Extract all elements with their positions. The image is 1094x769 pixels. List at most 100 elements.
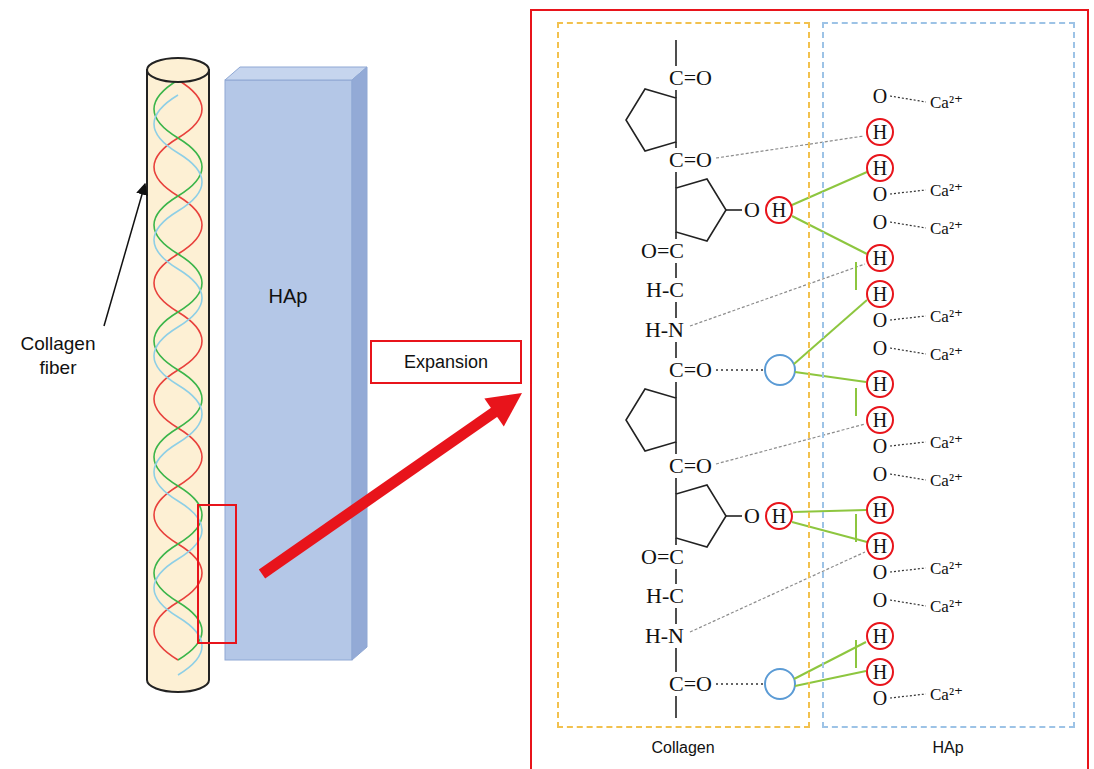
ionic-line (890, 222, 926, 228)
ion-label: Ca²⁺ (930, 308, 963, 325)
hydrogen-bond (795, 372, 866, 382)
text-holder: H-C (646, 279, 684, 301)
bond (675, 648, 677, 672)
bond (675, 538, 677, 545)
chem-group: H-C (646, 585, 684, 607)
text-holder: Expansion (404, 353, 488, 371)
text-holder: O (873, 688, 887, 708)
ionic-line (890, 316, 926, 320)
hydrogen-bond (855, 640, 857, 668)
hydrogen-circle: H (765, 196, 793, 224)
block-label: HAp (269, 286, 308, 306)
ionic-line (890, 96, 926, 102)
text-holder: O (744, 505, 760, 527)
leader-arrow (104, 184, 145, 326)
dotted-bond (716, 683, 764, 684)
atom-label: O (873, 86, 887, 106)
text-holder: Ca²⁺ (930, 94, 963, 111)
proline-ring (626, 89, 676, 151)
ionic-line (890, 474, 926, 480)
text-holder: H-C (646, 585, 684, 607)
bond (675, 172, 677, 188)
ion-label: Ca²⁺ (930, 686, 963, 703)
label-holder: Collagen fiber (8, 332, 108, 380)
hydrogen-circle: H (866, 280, 894, 308)
text-holder: H (873, 248, 887, 268)
text-holder: O (873, 464, 887, 484)
ionic-line (890, 694, 926, 698)
atom-label: O (873, 436, 887, 456)
text-holder: O (873, 86, 887, 106)
text-holder: O (873, 436, 887, 456)
atom-label: O (873, 464, 887, 484)
helix-strand (154, 95, 202, 675)
text-holder: Ca²⁺ (930, 686, 963, 703)
atom-label: H (873, 284, 887, 304)
hap-region: HHHHHHHHHHOCa²⁺OCa²⁺OCa²⁺OCa²⁺OCa²⁺OCa²⁺… (822, 22, 1075, 728)
text-holder: H-N (645, 319, 684, 341)
ion-label: Ca²⁺ (930, 346, 963, 363)
bond (675, 382, 677, 398)
text-holder: O=C (641, 240, 684, 262)
bond (675, 478, 677, 494)
chem-group: C=O (669, 455, 712, 477)
region-label: Collagen (651, 740, 714, 756)
text-holder: O (744, 199, 760, 221)
text-holder: HAp (269, 286, 308, 306)
collagen-region: HHC=OC=OOO=CH-CH-NC=OC=OOO=CH-CH-NC=OCol… (557, 22, 810, 728)
bond (675, 90, 677, 98)
text-holder: C=O (669, 455, 712, 477)
box-label: Expansion (404, 353, 488, 371)
text-holder: H (873, 122, 887, 142)
atom-label: H (772, 506, 786, 526)
text-holder: H (873, 626, 887, 646)
bond (675, 608, 677, 624)
text-holder: O (873, 310, 887, 330)
region-label: HAp (932, 740, 963, 756)
text-holder: O (873, 590, 887, 610)
hydrogen-bond (855, 388, 857, 416)
text-holder: Ca²⁺ (930, 346, 963, 363)
hap-side (352, 67, 367, 660)
chem-group: H-N (645, 625, 684, 647)
ionic-line (890, 348, 926, 354)
interaction-line (690, 552, 865, 632)
vacancy-circle (765, 669, 795, 699)
text-holder: H (873, 500, 887, 520)
hap-block: HAp (225, 80, 352, 660)
text-holder: H (873, 536, 887, 556)
bond (675, 696, 677, 718)
zoom-frame (198, 505, 236, 643)
atom-label: H (873, 248, 887, 268)
atom-label: H (873, 536, 887, 556)
chem-group: H-C (646, 279, 684, 301)
atom-label: H (873, 500, 887, 520)
hydrogen-circle: H (866, 370, 894, 398)
proline-ring (676, 179, 726, 241)
text-holder: O (873, 212, 887, 232)
text-holder: H (873, 410, 887, 430)
hydrogen-bond (794, 300, 867, 364)
hydrogen-circle: H (866, 244, 894, 272)
ionic-line (890, 600, 926, 606)
text-holder: Ca²⁺ (930, 472, 963, 489)
hydrogen-bond (793, 510, 866, 512)
hydrogen-circle: H (866, 118, 894, 146)
hydrogen-circle: H (765, 502, 793, 530)
hydrogen-circle: H (866, 154, 894, 182)
text-holder: Ca²⁺ (930, 308, 963, 325)
ion-label: Ca²⁺ (930, 434, 963, 451)
chem-group: C=O (669, 673, 712, 695)
fiber-top (147, 58, 209, 82)
hydrogen-circle: H (866, 658, 894, 686)
text-holder: H (873, 284, 887, 304)
text-holder: Ca²⁺ (930, 220, 963, 237)
atom-label: H (772, 200, 786, 220)
text-holder: H (873, 158, 887, 178)
atom-label: H (873, 662, 887, 682)
chem-group: H-N (645, 319, 684, 341)
part-label: Collagen fiber (8, 332, 108, 380)
chem-group: O=C (641, 546, 684, 568)
ion-label: Ca²⁺ (930, 472, 963, 489)
